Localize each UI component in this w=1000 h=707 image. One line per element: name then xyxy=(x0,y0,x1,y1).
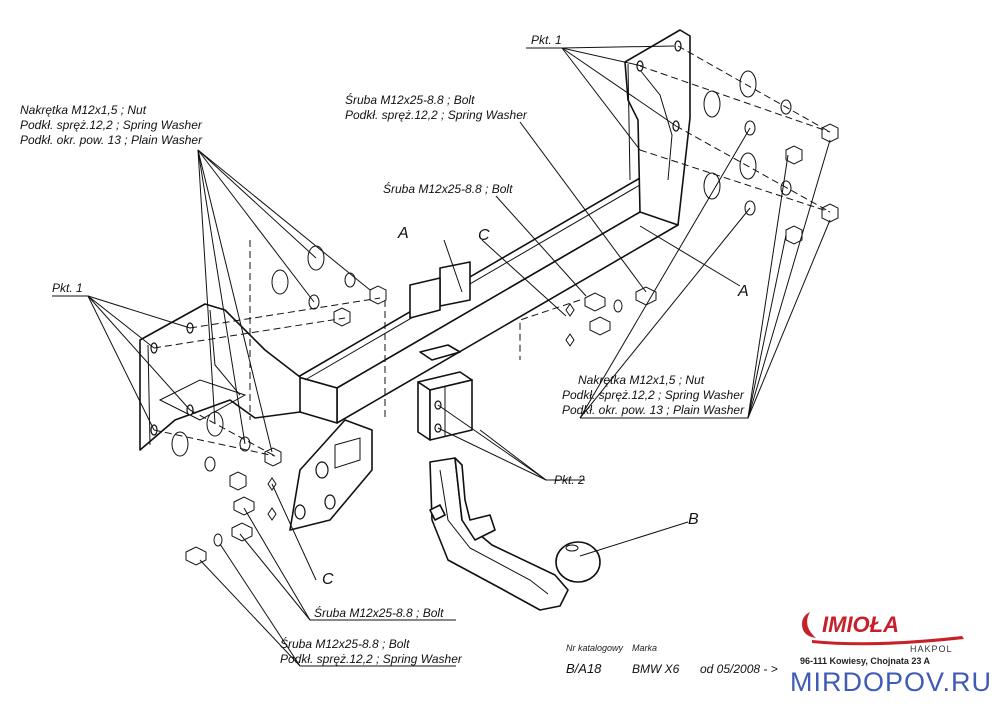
bolt-mid-label: Śruba M12x25-8.8 ; Bolt xyxy=(383,181,513,196)
brand-caption: Marka xyxy=(632,643,657,653)
ball-neck-b xyxy=(429,457,601,611)
part-a-label-1: A xyxy=(397,225,409,242)
nut-label-right-1: Nakrętka M12x1,5 ; Nut xyxy=(578,373,705,387)
left-hardware xyxy=(171,245,387,491)
part-b-label: B xyxy=(688,511,699,528)
bolt-washer-bottom-1: Śruba M12x25-8.8 ; Bolt xyxy=(280,636,410,651)
watermark-text: MIRDOPOV.RU xyxy=(790,667,992,697)
bolt-bottom-label: Śruba M12x25-8.8 ; Bolt xyxy=(314,605,444,620)
labels: Pkt. 1 Pkt. 1 Pkt. 2 Nakrętka M12x1,5 ; … xyxy=(20,33,749,666)
socket-plate xyxy=(289,419,373,531)
assembly-axes xyxy=(153,45,831,457)
bolts xyxy=(185,286,657,566)
imiola-logo: IMIOŁA HAKPOL xyxy=(802,612,964,654)
center-mount xyxy=(409,261,471,361)
part-c-label-1: C xyxy=(478,227,490,244)
pkt1-top-label: Pkt. 1 xyxy=(531,33,562,47)
bolt-washer-top-2: Podkł. spręż.12,2 ; Spring Washer xyxy=(345,108,528,122)
nut-label-left-2: Podkł. spręż.12,2 ; Spring Washer xyxy=(20,118,203,132)
brand-name: BMW X6 xyxy=(632,662,680,676)
receiver-block xyxy=(417,371,473,441)
pkt1-left-label: Pkt. 1 xyxy=(52,281,83,295)
nut-label-right-3: Podkł. okr. pow. 13 ; Plain Washer xyxy=(562,403,745,417)
logo-name: IMIOŁA xyxy=(822,612,899,637)
part-c-label-2: C xyxy=(322,571,334,588)
nut-label-right-2: Podkł. spręż.12,2 ; Spring Washer xyxy=(562,388,745,402)
nut-label-left-1: Nakrętka M12x1,5 ; Nut xyxy=(20,103,147,117)
date-range: od 05/2008 - > xyxy=(700,662,778,676)
right-hardware xyxy=(703,70,839,245)
pkt2-label: Pkt. 2 xyxy=(554,473,585,487)
part-a-label-2: A xyxy=(737,283,749,300)
nut-label-left-3: Podkł. okr. pow. 13 ; Plain Washer xyxy=(20,133,203,147)
catalog-number: B/A18 xyxy=(566,661,602,676)
catalog-caption: Nr katalogowy xyxy=(566,643,624,653)
left-bracket xyxy=(139,303,301,451)
address: 96-111 Kowiesy, Chojnata 23 A xyxy=(800,656,931,666)
logo-sub: HAKPOL xyxy=(910,644,953,654)
leader-lines xyxy=(52,45,831,667)
bolt-washer-bottom-2: Podkł. spręż.12,2 ; Spring Washer xyxy=(280,652,463,666)
bolt-washer-top-1: Śruba M12x25-8.8 ; Bolt xyxy=(345,92,475,107)
crossbar-a xyxy=(297,177,679,424)
footer: Nr katalogowy B/A18 Marka BMW X6 od 05/2… xyxy=(566,643,931,676)
